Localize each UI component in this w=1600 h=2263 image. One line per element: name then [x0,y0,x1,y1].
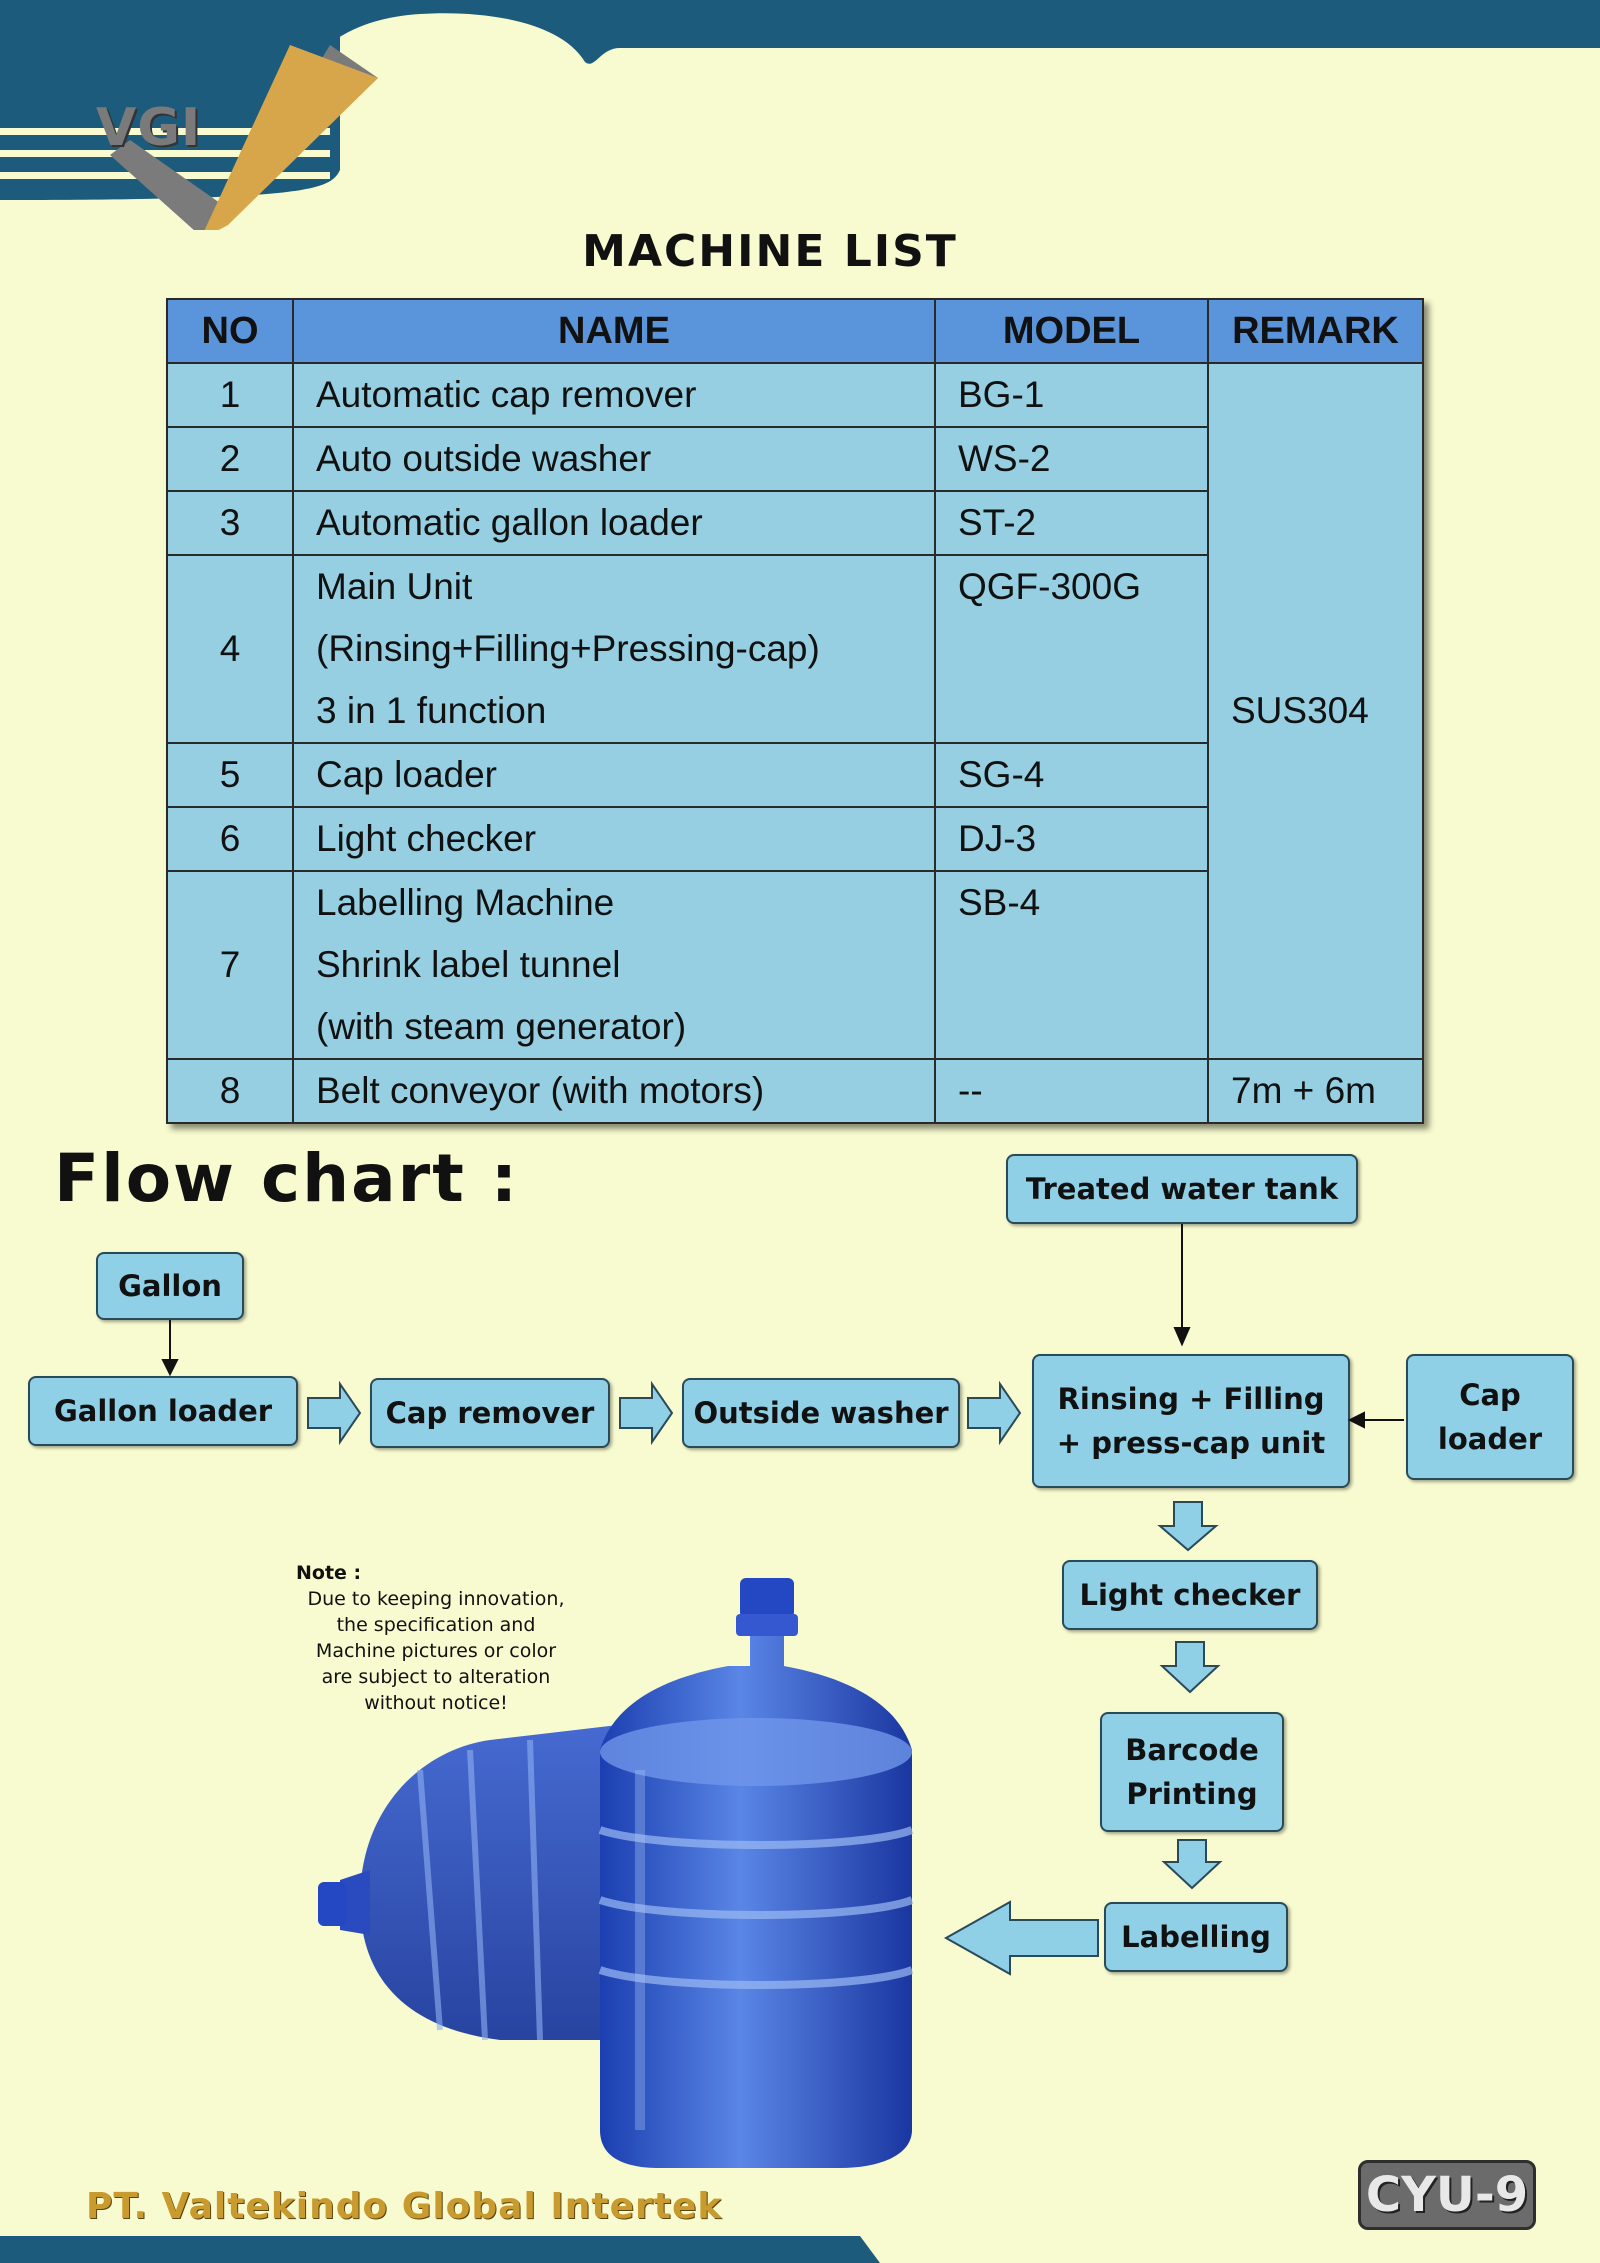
node-line: + press-cap unit [1056,1426,1326,1460]
model-badge: CYU-9 [1358,2160,1536,2230]
row-name-multiline: Main Unit (Rinsing+Filling+Pressing-cap)… [292,554,936,744]
row-model: QGF-300G [934,554,1209,744]
table-row: 8 Belt conveyor (with motors) -- 7m + 6m [166,1058,1424,1124]
node-line: Rinsing + Filling [1057,1382,1325,1416]
node-treated-water-tank: Treated water tank [1006,1154,1358,1224]
row-model: DJ-3 [934,806,1209,872]
arrowhead-down-icon [161,1359,179,1377]
block-arrow-right-icon [619,1380,674,1446]
row-name: Belt conveyor (with motors) [292,1058,936,1124]
row-no: 2 [166,426,294,492]
row-no: 3 [166,490,294,556]
row-model: SG-4 [934,742,1209,808]
standing-bottle [598,1578,914,2168]
company-name: PT. Valtekindo Global Intertek [86,2186,723,2227]
row-name-line: Main Unit [316,566,473,607]
table-row: 4 Main Unit (Rinsing+Filling+Pressing-ca… [166,554,1423,744]
node-line: loader [1437,1422,1543,1456]
block-arrow-down-icon [1157,1501,1219,1552]
note-label: Note : [296,1562,362,1584]
row-no: 1 [166,362,294,428]
note-block: Note : Due to keeping innovation, the sp… [296,1560,576,1716]
row-no: 6 [166,806,294,872]
block-arrow-right-icon [307,1380,362,1446]
table-row: 1 Automatic cap remover BG-1 SUS304 [166,362,1424,1060]
row-model: ST-2 [934,490,1209,556]
machine-list-table: NO NAME MODEL REMARK 1 Automatic cap rem… [166,298,1424,1124]
row-name-line: (Rinsing+Filling+Pressing-cap) [316,628,820,669]
row-model: SB-4 [934,870,1209,1060]
node-barcode-printing: Barcode Printing [1100,1712,1284,1832]
node-cap-loader: Cap loader [1406,1354,1574,1480]
node-labelling: Labelling [1104,1902,1288,1972]
table-row: 5 Cap loader SG-4 [166,742,1423,808]
page-header: VGI [0,0,1600,230]
node-gallon: Gallon [96,1252,244,1320]
node-line: Barcode [1125,1733,1259,1767]
block-arrow-down-icon [1159,1641,1221,1694]
row-remark: 7m + 6m [1207,1058,1424,1124]
header-graphic [0,0,1600,230]
note-text: Due to keeping innovation, the specifica… [307,1588,565,1714]
row-no: 5 [166,742,294,808]
row-no: 4 [166,554,294,744]
footer-band [0,2236,880,2263]
node-line: Cap [1459,1378,1521,1412]
table-row: 7 Labelling Machine Shrink label tunnel … [166,870,1423,1060]
node-outside-washer: Outside washer [682,1378,960,1448]
block-arrow-down-icon [1161,1839,1223,1890]
block-arrow-right-icon [967,1380,1022,1446]
row-model: BG-1 [934,362,1209,428]
row-name-multiline: Labelling Machine Shrink label tunnel (w… [292,870,936,1060]
header-model: MODEL [934,298,1209,364]
header-name: NAME [292,298,936,364]
row-name: Auto outside washer [292,426,936,492]
table-header-row: NO NAME MODEL REMARK [166,298,1424,364]
row-name-line: Labelling Machine [316,882,615,923]
machine-list-title: MACHINE LIST [582,226,958,277]
logo-check-gold [204,45,378,230]
arrowhead-down-icon [1173,1327,1191,1347]
row-name: Light checker [292,806,936,872]
header-remark: REMARK [1207,298,1424,364]
node-gallon-loader: Gallon loader [28,1376,298,1446]
table-row: 3 Automatic gallon loader ST-2 [166,490,1423,556]
row-name-line: Shrink label tunnel [316,944,621,985]
water-gallon-image [318,1578,914,2168]
row-name: Cap loader [292,742,936,808]
row-name-line: (with steam generator) [316,1006,687,1047]
logo-text: VGI [96,98,202,158]
header-no: NO [166,298,294,364]
row-name-line: 3 in 1 function [316,690,547,731]
flow-chart-title: Flow chart : [54,1140,520,1217]
node-cap-remover: Cap remover [370,1378,610,1448]
row-model: WS-2 [934,426,1209,492]
table-row: 2 Auto outside washer WS-2 [166,426,1423,492]
row-name: Automatic gallon loader [292,490,936,556]
node-rinsing-filling-unit: Rinsing + Filling + press-cap unit [1032,1354,1350,1488]
remark-merged: SUS304 [1207,362,1424,1060]
table-row: 6 Light checker DJ-3 [166,806,1423,872]
row-no: 8 [166,1058,294,1124]
node-light-checker: Light checker [1062,1560,1318,1630]
block-arrow-left-icon [943,1900,1099,1976]
arrowhead-left-icon [1347,1411,1365,1429]
row-model: -- [934,1058,1209,1124]
row-no: 7 [166,870,294,1060]
node-line: Printing [1126,1777,1258,1811]
row-name: Automatic cap remover [292,362,936,428]
